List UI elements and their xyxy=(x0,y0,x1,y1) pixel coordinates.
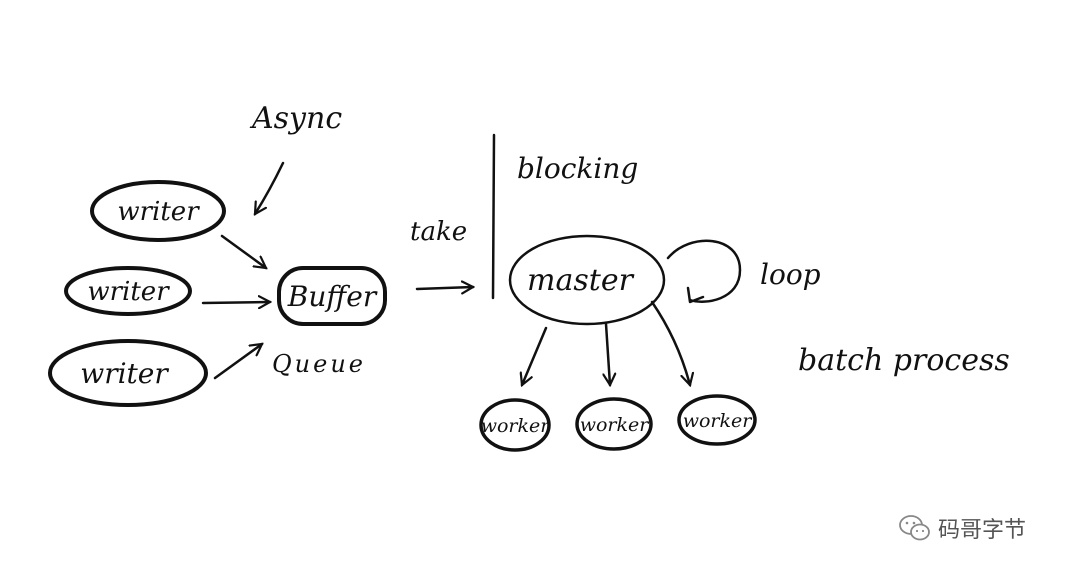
buffer-label: Buffer xyxy=(287,280,378,313)
queue-label: Queue xyxy=(272,350,366,378)
worker-node-1: worker xyxy=(479,398,552,452)
buffer-to-master-arrow xyxy=(415,287,473,289)
buffer-node: Buffer xyxy=(277,266,387,326)
loop-label: loop xyxy=(760,258,821,291)
batch-process-label: batch process xyxy=(798,343,1010,378)
writer-node-2: writer xyxy=(64,266,192,316)
master-to-worker1-arrow xyxy=(522,326,548,385)
writer-label: writer xyxy=(117,197,200,227)
watermark: 码哥字节 xyxy=(898,512,1026,544)
worker-label: worker xyxy=(481,415,552,437)
master-node: master xyxy=(508,234,666,326)
writer2-to-buffer-arrow xyxy=(201,302,270,303)
writer3-to-buffer-arrow xyxy=(213,344,262,380)
writer-node-1: writer xyxy=(90,180,226,242)
async-label: Async xyxy=(249,101,342,136)
async-arrow xyxy=(253,161,285,214)
blocking-barrier-line xyxy=(491,133,496,300)
writer-node-3: writer xyxy=(48,339,208,407)
master-to-worker3-arrow xyxy=(650,300,690,385)
blocking-label: blocking xyxy=(517,152,638,185)
worker-label: worker xyxy=(683,410,754,432)
writer-label: writer xyxy=(87,277,170,307)
master-to-worker2-arrow xyxy=(606,322,610,385)
worker-node-3: worker xyxy=(677,394,757,446)
loop-arrowhead xyxy=(686,286,705,304)
worker-node-2: worker xyxy=(575,397,653,451)
writer-label: writer xyxy=(80,357,169,390)
worker-label: worker xyxy=(580,414,651,436)
take-label: take xyxy=(410,217,467,247)
wechat-icon xyxy=(899,515,930,541)
loop-arrow xyxy=(666,239,742,303)
watermark-text: 码哥字节 xyxy=(938,518,1027,543)
writer1-to-buffer-arrow xyxy=(220,234,266,268)
master-label: master xyxy=(527,263,635,298)
